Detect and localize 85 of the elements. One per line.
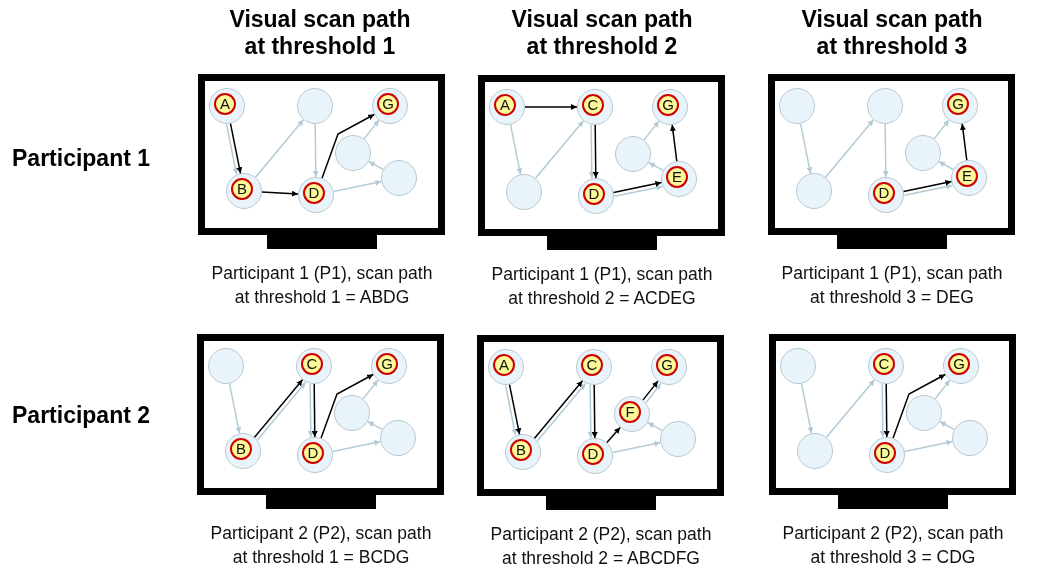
arrow	[588, 124, 595, 179]
fixation-marker: G	[377, 93, 399, 115]
column-heading: Visual scan path at threshold 3	[800, 6, 984, 60]
caption-text: Participant 2 (P2), scan path at threshold 1 = BCDG	[209, 522, 433, 569]
arrow	[592, 124, 599, 179]
caption-text: Participant 1 (P1), scan path at threshold 2 = ACDEG	[490, 263, 714, 310]
arrow	[606, 426, 621, 444]
arrow	[261, 190, 299, 197]
arrow	[934, 379, 951, 400]
arrow	[225, 123, 239, 175]
row-label: Participant 2	[12, 402, 151, 429]
caption-text: Participant 2 (P2), scan path at threshold 2 = ABCDFG	[489, 523, 713, 570]
fixation-marker: D	[303, 182, 325, 204]
fixation-marker: D	[302, 442, 324, 464]
arrow	[647, 421, 663, 432]
fixation-marker: E	[956, 165, 978, 187]
fixation-marker: G	[948, 353, 970, 375]
arrow	[363, 119, 380, 140]
fixation-marker: G	[657, 94, 679, 116]
fixation-marker: B	[510, 439, 532, 461]
arrow	[587, 384, 594, 439]
arrow	[933, 119, 950, 140]
fixation-marker: G	[947, 93, 969, 115]
fixation-marker: C	[582, 94, 604, 116]
fixation-marker: G	[656, 354, 678, 376]
caption-text: Participant 1 (P1), scan path at threshold 1 = ABDG	[210, 262, 434, 309]
arrow	[799, 122, 813, 175]
fixation-marker: F	[619, 401, 641, 423]
arrow	[892, 373, 946, 439]
fixation-marker: C	[581, 354, 603, 376]
arrow	[229, 122, 243, 175]
fixation-marker: B	[230, 438, 252, 460]
arrow	[648, 161, 664, 172]
arrow	[903, 439, 954, 453]
arrow	[311, 383, 318, 438]
arrow	[332, 179, 383, 193]
fixation-marker: G	[376, 353, 398, 375]
arrow	[321, 113, 375, 179]
column-heading: Visual scan path at threshold 1	[228, 6, 412, 60]
row-label: Participant 1	[12, 145, 151, 172]
arrow	[883, 383, 890, 438]
arrow	[331, 439, 382, 453]
arrow	[362, 379, 379, 400]
arrow	[643, 120, 660, 141]
arrow	[509, 123, 523, 176]
arrow	[611, 440, 662, 454]
fixation-marker: A	[214, 93, 236, 115]
arrow	[960, 123, 968, 161]
arrow	[670, 124, 678, 162]
column-heading: Visual scan path at threshold 2	[510, 6, 694, 60]
caption-text: Participant 2 (P2), scan path at threshold 3 = CDG	[781, 522, 1005, 569]
arrow	[879, 383, 886, 438]
arrow	[524, 104, 578, 110]
fixation-marker: C	[301, 353, 323, 375]
arrow	[612, 180, 663, 194]
arrow	[938, 160, 954, 171]
arrow	[368, 160, 384, 171]
arrow	[824, 119, 875, 178]
arrow	[534, 120, 585, 179]
arrow	[882, 123, 889, 178]
arrow	[254, 119, 305, 178]
arrow	[367, 420, 383, 431]
fixation-marker: C	[873, 353, 895, 375]
arrow	[228, 382, 242, 435]
arrow	[307, 383, 314, 438]
arrow	[312, 123, 319, 178]
arrow	[902, 179, 953, 193]
fixation-marker: D	[873, 182, 895, 204]
fixation-marker: A	[494, 94, 516, 116]
arrow	[903, 183, 953, 197]
arrow	[504, 384, 518, 436]
fixation-marker: D	[874, 442, 896, 464]
fixation-marker: D	[583, 183, 605, 205]
caption-text: Participant 1 (P1), scan path at threshold 3 = DEG	[780, 262, 1004, 309]
arrow	[613, 184, 663, 198]
fixation-marker: B	[231, 178, 253, 200]
arrow	[591, 384, 598, 439]
arrow	[825, 379, 876, 438]
fixation-marker: A	[493, 354, 515, 376]
arrow	[939, 420, 955, 431]
arrow	[508, 383, 522, 436]
fixation-marker: E	[666, 166, 688, 188]
arrow	[320, 373, 374, 439]
arrow	[800, 382, 814, 435]
fixation-marker: D	[582, 443, 604, 465]
